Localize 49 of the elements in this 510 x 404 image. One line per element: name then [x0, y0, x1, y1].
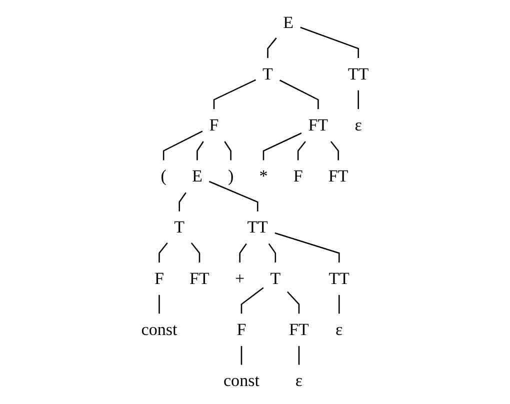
node-text: T [174, 218, 185, 237]
connector [262, 132, 302, 160]
node-text: ) [228, 167, 234, 186]
node-text: const [141, 320, 178, 340]
node-text: * [259, 167, 268, 186]
node-text: ( [160, 167, 166, 186]
node-text: E [283, 14, 294, 32]
connector [267, 38, 277, 58]
node-text: E [192, 167, 202, 186]
node-text: FT [190, 269, 210, 288]
node-text: ε [295, 372, 303, 390]
node-text: FT [289, 320, 309, 340]
connector [358, 90, 359, 110]
connector [196, 141, 204, 160]
connector [286, 291, 300, 314]
node-text: F [154, 269, 164, 288]
node-text: FT [308, 116, 328, 135]
connector [297, 141, 306, 160]
connector [239, 243, 247, 263]
node-text: F [209, 116, 219, 135]
connector [300, 26, 359, 58]
node-text: FT [328, 167, 348, 186]
node-text: ε [336, 320, 343, 340]
node-text: + [235, 269, 245, 288]
connector [178, 192, 186, 212]
connector [274, 232, 340, 263]
connector [338, 294, 340, 314]
node-text: T [270, 269, 281, 288]
node-text: T [262, 64, 273, 84]
node-text: TT [247, 218, 268, 237]
connector [240, 287, 264, 314]
node-text: ε [354, 116, 362, 135]
connector [280, 80, 319, 110]
node-text: TT [328, 269, 350, 288]
connector [158, 242, 168, 263]
node-text: F [293, 167, 303, 186]
connector [158, 294, 160, 314]
connector [330, 141, 339, 160]
node-text: TT [348, 64, 369, 84]
connector [190, 242, 200, 263]
connector [268, 243, 276, 263]
connector [213, 79, 256, 110]
connector [162, 130, 203, 160]
connector [224, 141, 232, 160]
node-text: const [223, 372, 260, 390]
connector [240, 346, 242, 365]
node-text: F [236, 320, 246, 340]
connector [298, 346, 300, 365]
connector [208, 180, 258, 212]
